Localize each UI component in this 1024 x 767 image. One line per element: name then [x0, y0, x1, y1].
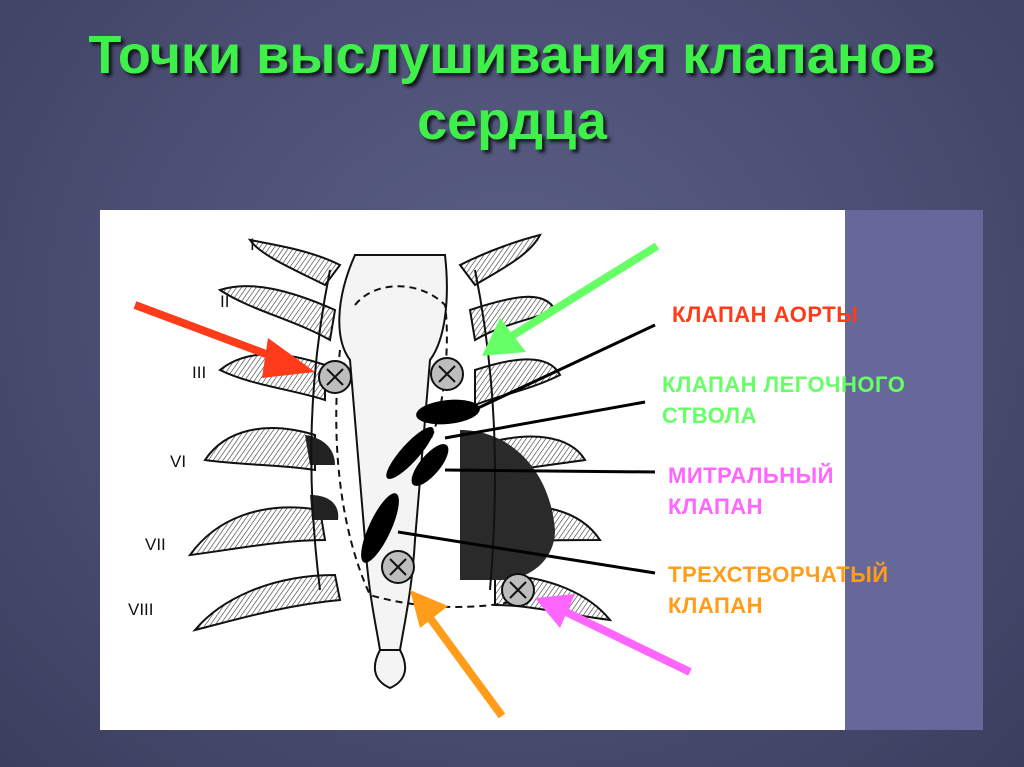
arrow-pink-icon [535, 594, 692, 676]
numeral-4: VI [170, 452, 186, 471]
rib-left-2 [217, 285, 337, 342]
rib-left-5 [187, 506, 327, 557]
chest-illustration: I II III VI VII VIII [128, 233, 656, 690]
label-pulmonary-line-2: СТВОЛА [662, 403, 758, 428]
point-aorta-icon [318, 360, 352, 394]
numeral-2: II [220, 292, 229, 311]
mediastinum-outline [354, 285, 448, 441]
rib-left-1 [247, 238, 342, 287]
pointer-pulmonary [444, 400, 646, 440]
side-panel [845, 210, 983, 730]
heart-shadow [460, 430, 555, 580]
title-line-2: сердца [417, 91, 607, 151]
rib-left-4 [203, 427, 316, 472]
chest-diagram: I II III VI VII VIII [100, 210, 845, 730]
label-mitral-line-1: МИТРАЛЬНЫЙ [668, 463, 834, 488]
pointer-aorta [477, 323, 656, 410]
arrow-green-icon [482, 242, 660, 356]
label-tricuspid-line-2: КЛАПАН [668, 593, 764, 618]
lung-shadow-left-2 [310, 495, 339, 520]
rib-right-1 [458, 233, 542, 287]
numeral-5: VII [145, 535, 166, 554]
numeral-1: I [250, 235, 255, 254]
xiphoid [373, 649, 407, 690]
label-tricuspid-line-1: ТРЕХСТВОРЧАТЫЙ [668, 562, 889, 587]
numeral-3: III [192, 363, 206, 382]
pointer-mitral [444, 468, 656, 474]
arrow-red-icon [133, 301, 315, 378]
label-mitral-valve: МИТРАЛЬНЫЙ КЛАПАН [668, 460, 834, 522]
point-tricuspid-icon [381, 550, 415, 584]
valve-tricuspid-projection [361, 493, 399, 563]
valve-mitral-projection [411, 444, 449, 486]
valve-pulmonary-projection [386, 427, 434, 479]
spine-right [474, 269, 496, 591]
label-aortic-valve: КЛАПАН АОРТЫ [672, 299, 858, 330]
heart-outline [335, 349, 521, 608]
pointer-tricuspid [397, 530, 656, 575]
slide-title: Точки выслушивания клапанов сердца [0, 22, 1024, 154]
title-line-1: Точки выслушивания клапанов [88, 25, 936, 85]
label-mitral-line-2: КЛАПАН [668, 494, 764, 519]
valve-aortic-projection [416, 399, 480, 425]
label-aortic-line-1: КЛАПАН АОРТЫ [672, 302, 859, 327]
spine-left [310, 269, 331, 591]
rib-left-6 [192, 573, 342, 632]
arrow-orange-icon [410, 590, 506, 719]
point-mitral-icon [501, 573, 535, 607]
label-pulmonary-line-1: КЛАПАН ЛЕГОЧНОГО [662, 372, 906, 397]
point-pulmonary-icon [430, 357, 464, 391]
lung-shadow-left [305, 435, 335, 465]
label-pulmonary-valve: КЛАПАН ЛЕГОЧНОГО СТВОЛА [662, 369, 905, 431]
numeral-6: VIII [128, 600, 154, 619]
label-tricuspid-valve: ТРЕХСТВОРЧАТЫЙ КЛАПАН [668, 559, 889, 621]
